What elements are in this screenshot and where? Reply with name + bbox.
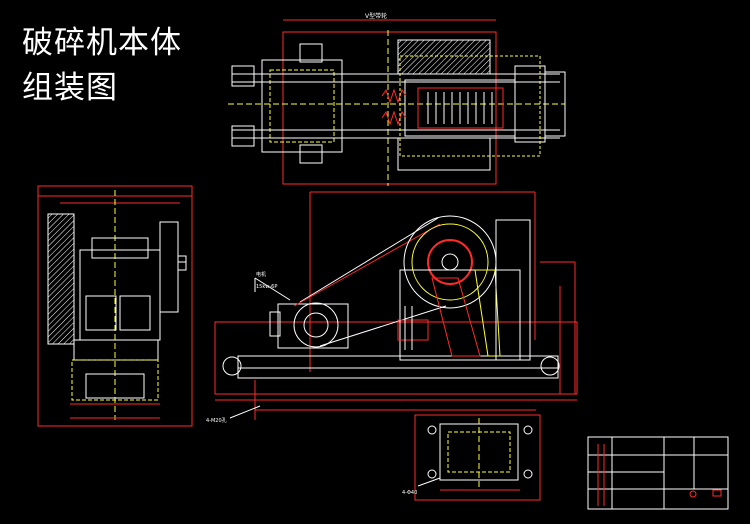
drawing-title-line1: 破碎机本体 bbox=[22, 25, 182, 61]
front-view: 电机 15kw-6P 4-M20孔 bbox=[206, 191, 578, 424]
base-detail-view: 4-Φ40 bbox=[402, 409, 541, 501]
bolt-hole-label: 4-M20孔 bbox=[206, 417, 227, 424]
motor-label: 电机 bbox=[256, 271, 266, 278]
base-hole-label: 4-Φ40 bbox=[402, 490, 417, 496]
side-view bbox=[37, 185, 193, 427]
top-view: V型带轮 bbox=[228, 12, 566, 186]
drawing-title-line2: 组装图 bbox=[22, 70, 118, 106]
motor-model-label: 15kw-6P bbox=[256, 284, 277, 290]
top-view-note: V型带轮 bbox=[365, 12, 387, 20]
title-block bbox=[587, 436, 729, 510]
